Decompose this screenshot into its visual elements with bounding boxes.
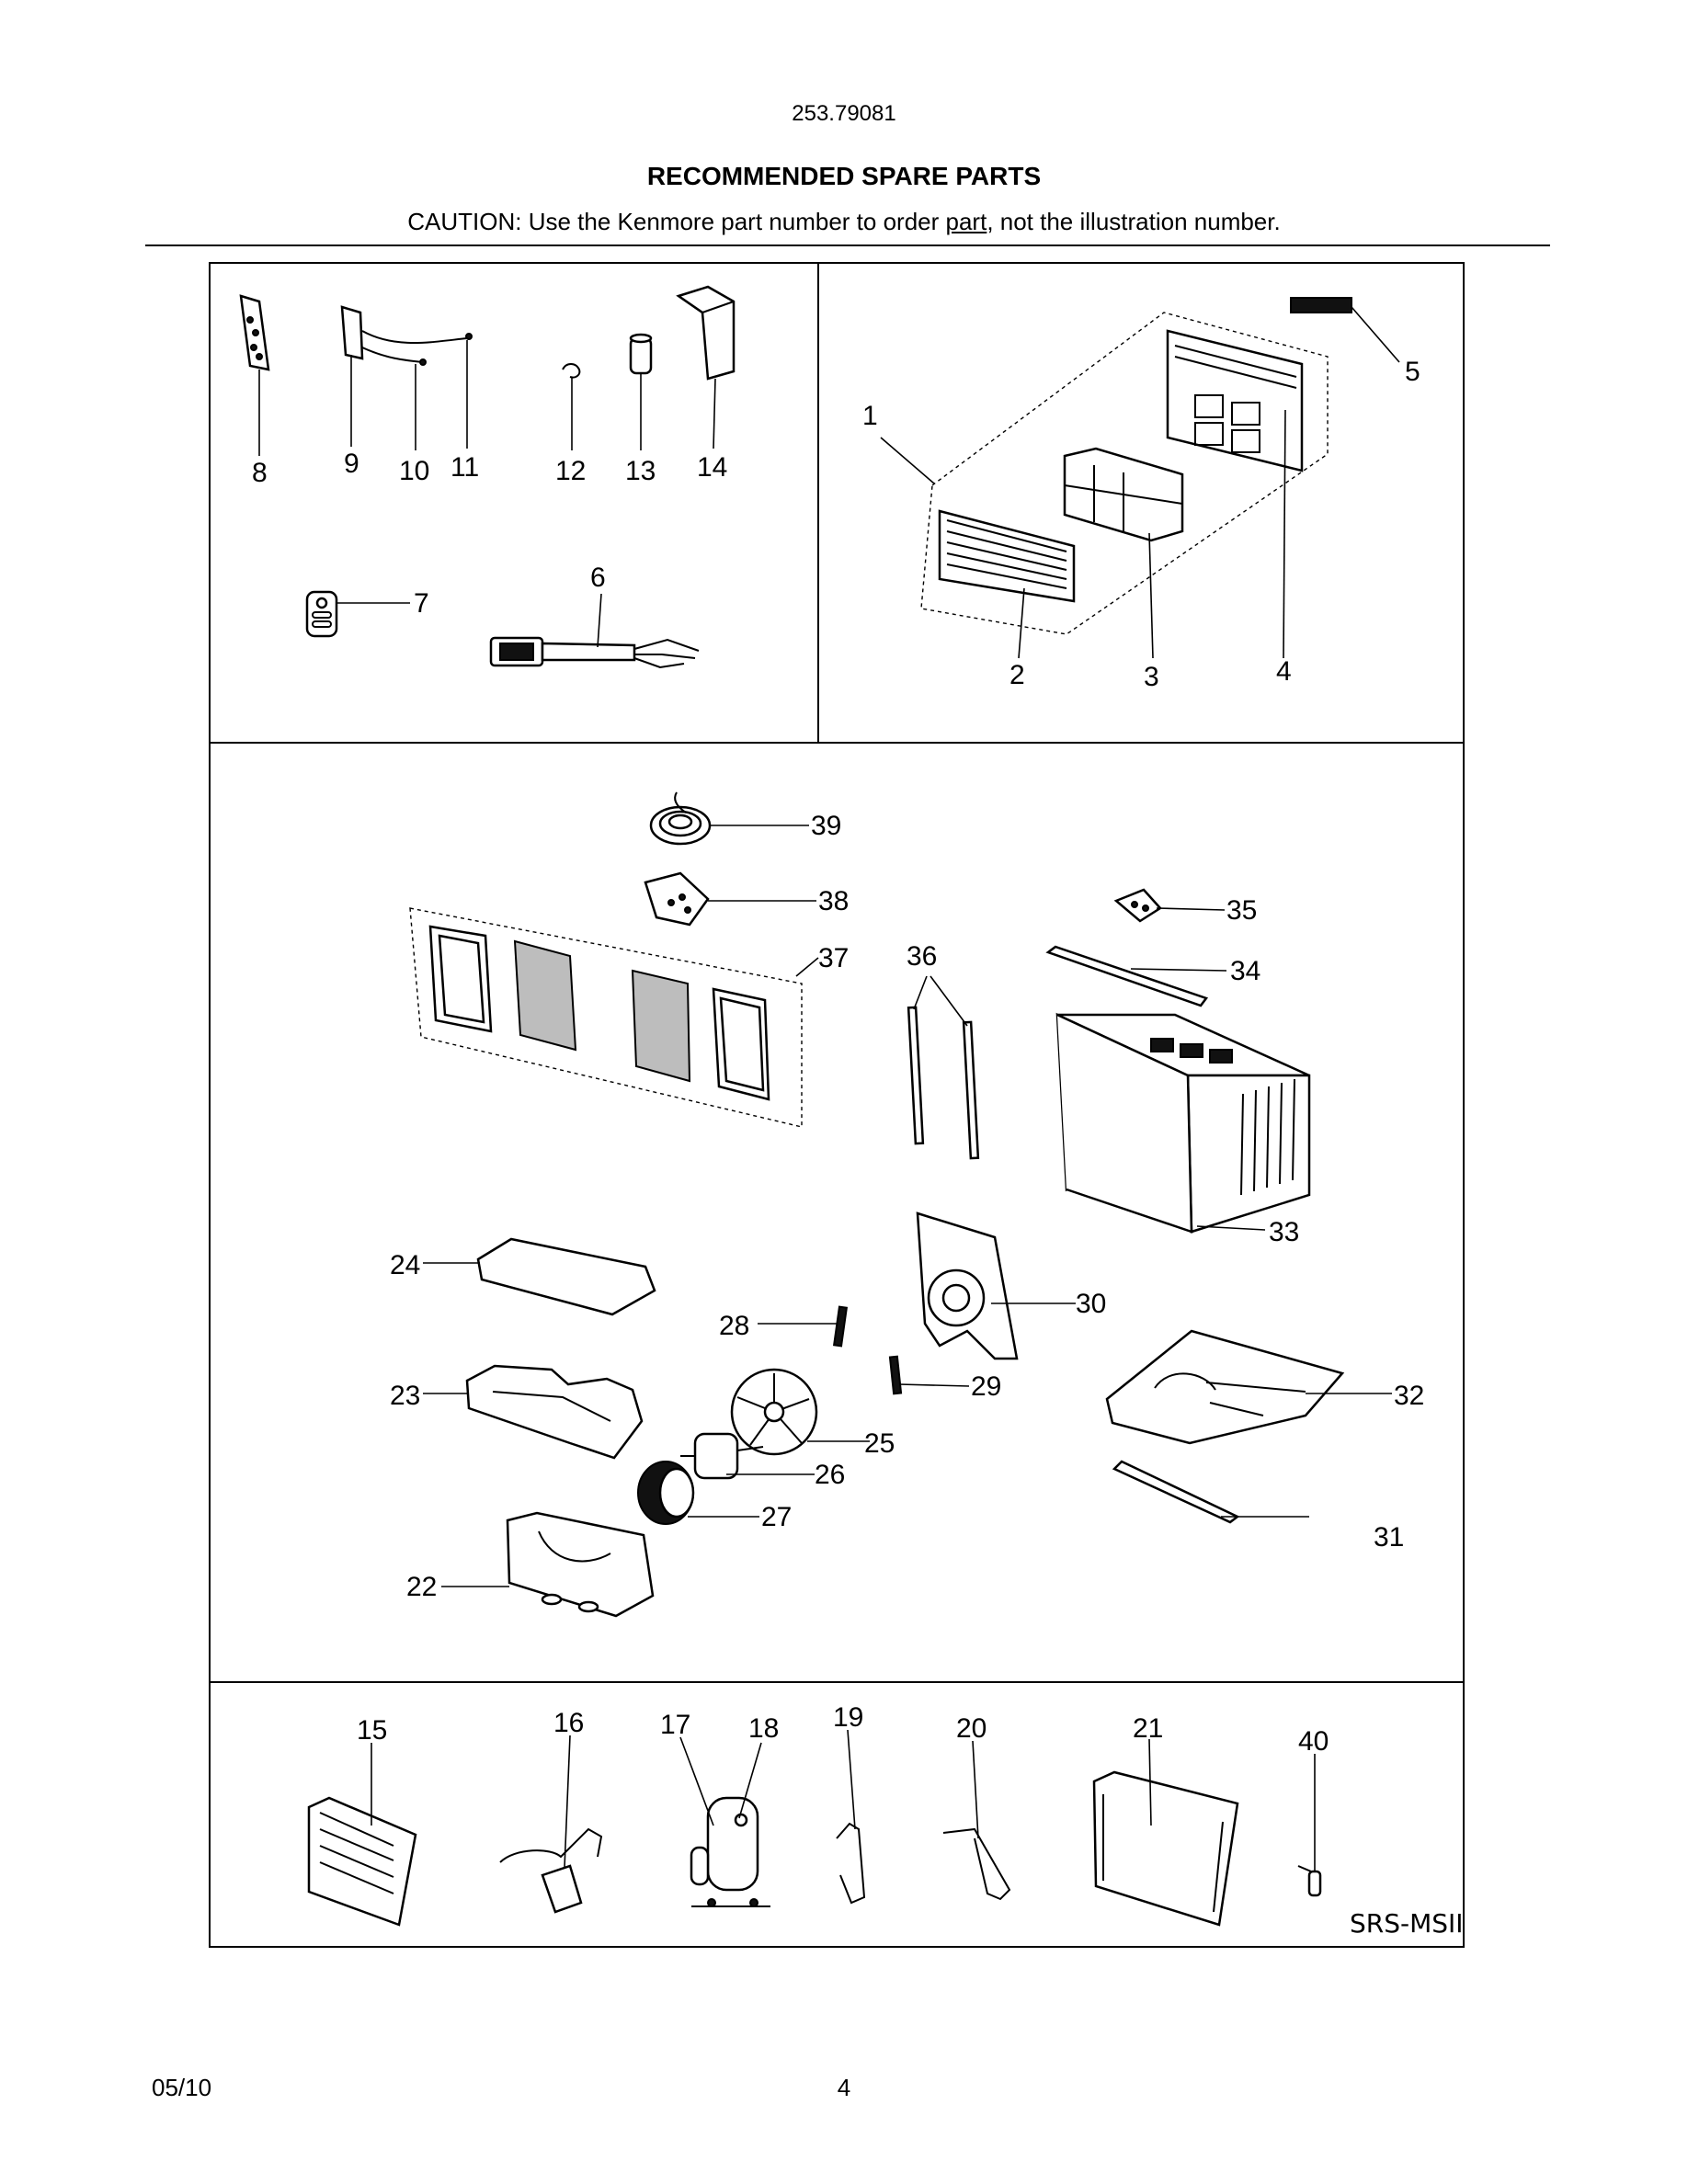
- callout-23: 23: [390, 1381, 420, 1411]
- callout-5: 5: [1405, 357, 1420, 387]
- callout-6: 6: [590, 563, 606, 593]
- callout-37: 37: [818, 943, 849, 973]
- callout-32: 32: [1394, 1381, 1424, 1411]
- part-2-front-panel: [938, 509, 1076, 659]
- caution-part-word: part: [945, 208, 987, 235]
- part-28-bracket: [758, 1305, 849, 1348]
- diagram-frame: [209, 262, 1465, 1948]
- part-3-air-filter: [1063, 447, 1184, 659]
- part-14-control-cover: [676, 285, 736, 449]
- part-15-evaporator-coil: [307, 1743, 417, 1927]
- caution-text: CAUTION: Use the Kenmore part number to …: [0, 208, 1688, 236]
- part-4-front-frame: [1166, 329, 1304, 659]
- callout-31: 31: [1374, 1522, 1404, 1553]
- part-37-side-curtain-kit: [409, 907, 819, 1128]
- model-number: 253.79081: [792, 101, 896, 126]
- callout-9: 9: [344, 449, 359, 479]
- part-33-cabinet: [1055, 1012, 1311, 1234]
- callout-28: 28: [719, 1311, 749, 1341]
- part-27-blower-wheel: [637, 1461, 759, 1525]
- part-31-rail: [1112, 1460, 1309, 1524]
- part-20-tube: [942, 1740, 1011, 1901]
- callout-4: 4: [1276, 656, 1292, 687]
- callout-8: 8: [252, 458, 268, 488]
- callout-25: 25: [864, 1428, 895, 1459]
- part-23-duct-bottom: [423, 1364, 644, 1460]
- callout-20: 20: [956, 1713, 987, 1744]
- part-29-bracket: [888, 1355, 970, 1395]
- part-22-base-duct: [441, 1511, 655, 1618]
- callout-1: 1: [862, 401, 878, 431]
- part-38-gasket: [644, 871, 816, 927]
- callout-12: 12: [555, 456, 586, 486]
- part-35-gasket: [1113, 888, 1226, 923]
- part-30-shroud: [916, 1211, 1076, 1360]
- callout-22: 22: [406, 1572, 437, 1602]
- caution-suffix: , not the illustration number.: [987, 208, 1281, 235]
- callout-40: 40: [1298, 1726, 1329, 1757]
- callout-36: 36: [907, 941, 937, 972]
- part-10-sensor-wire: [415, 358, 427, 450]
- part-21-condenser-coil: [1092, 1738, 1239, 1927]
- part-6-power-cord: [489, 593, 700, 669]
- callout-7: 7: [414, 588, 429, 619]
- part-11-sensor-wire: [465, 333, 473, 449]
- part-16-tubing: [499, 1735, 603, 1914]
- callout-38: 38: [818, 886, 849, 916]
- part-1-front-grille-assembly: [880, 312, 1329, 635]
- callout-39: 39: [811, 811, 841, 841]
- callout-10: 10: [399, 456, 429, 486]
- part-8-control-board: [239, 294, 270, 456]
- callout-18: 18: [748, 1713, 779, 1744]
- callout-16: 16: [553, 1708, 584, 1738]
- part-26-fan-motor: [680, 1432, 815, 1480]
- part-17-compressor: [679, 1736, 770, 1907]
- callout-29: 29: [971, 1371, 1001, 1402]
- diagram-tag: SRS-MSII: [1350, 1908, 1464, 1939]
- callout-35: 35: [1226, 895, 1257, 926]
- page-number: 4: [837, 2074, 851, 2101]
- part-32-base-pan: [1105, 1329, 1392, 1445]
- part-19-tube: [836, 1729, 866, 1905]
- callout-2: 2: [1009, 660, 1025, 690]
- callout-14: 14: [697, 452, 727, 483]
- callout-13: 13: [625, 456, 656, 486]
- part-25-fan-blade: [730, 1368, 870, 1456]
- caution-prefix: CAUTION: Use the Kenmore part number to …: [407, 208, 946, 235]
- part-7-remote-control: [305, 590, 410, 638]
- callout-17: 17: [660, 1710, 690, 1740]
- callout-27: 27: [761, 1502, 792, 1532]
- callout-30: 30: [1076, 1289, 1106, 1319]
- part-24-duct-top: [423, 1237, 656, 1316]
- page-title: RECOMMENDED SPARE PARTS: [646, 162, 1042, 190]
- part-36-side-seals: [907, 975, 980, 1160]
- part-13-capacitor: [629, 333, 653, 450]
- callout-26: 26: [815, 1460, 845, 1490]
- header-rule: [145, 245, 1550, 246]
- callout-34: 34: [1230, 956, 1260, 986]
- part-39-drain-coil: [649, 791, 809, 846]
- callout-3: 3: [1144, 662, 1159, 692]
- callout-15: 15: [357, 1715, 387, 1746]
- callout-11: 11: [451, 452, 479, 483]
- footer-date: 05/10: [152, 2074, 212, 2101]
- callout-33: 33: [1269, 1217, 1299, 1247]
- part-18-compressor-fitting: [734, 1742, 762, 1827]
- part-40-valve: [1297, 1754, 1322, 1897]
- callout-21: 21: [1133, 1713, 1163, 1744]
- part-12-clip: [562, 363, 581, 450]
- callout-24: 24: [390, 1250, 420, 1280]
- part-5-nameplate: [1290, 297, 1400, 363]
- part-9-thermistor-sensor: [340, 305, 468, 447]
- part-34-top-rail: [1045, 945, 1227, 1007]
- callout-19: 19: [833, 1702, 863, 1733]
